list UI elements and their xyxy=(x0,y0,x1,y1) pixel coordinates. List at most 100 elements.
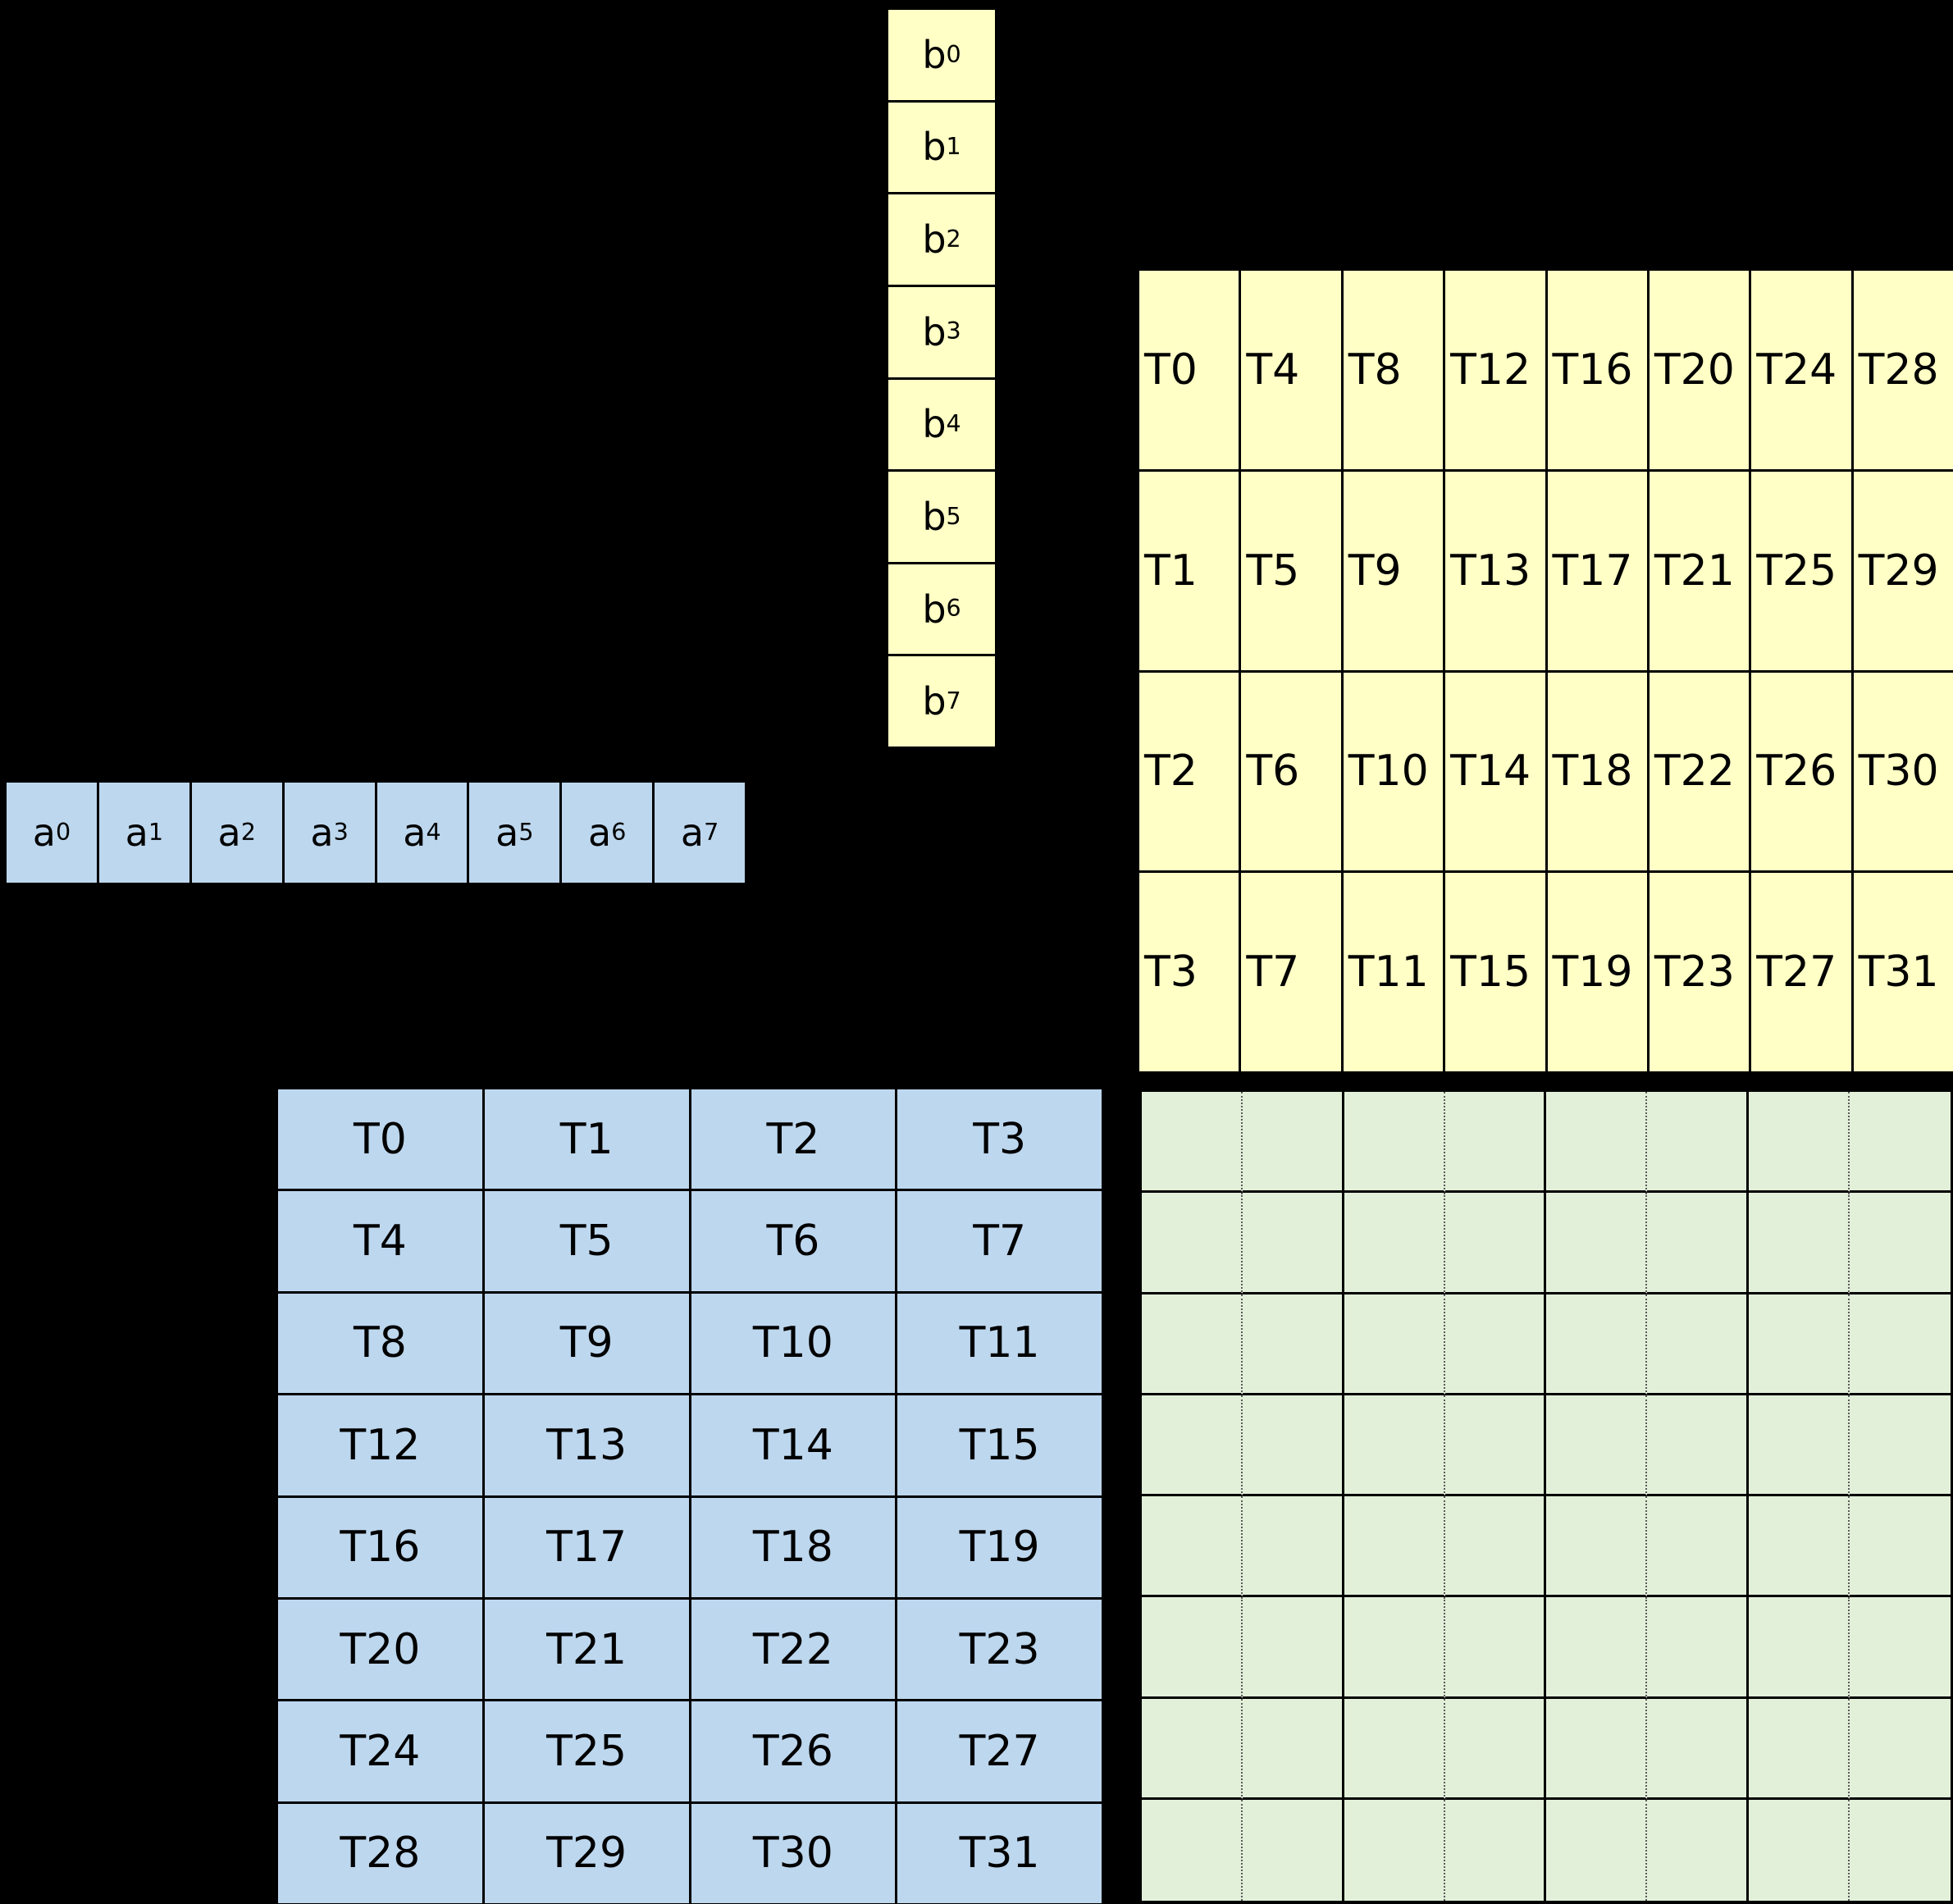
thread-cell: T25 xyxy=(484,1701,689,1801)
result-cell xyxy=(1748,1496,1850,1598)
result-cell xyxy=(1849,1092,1951,1194)
result-cell xyxy=(1849,1597,1951,1699)
thread-cell: T26 xyxy=(691,1701,896,1801)
result-cell xyxy=(1243,1193,1344,1294)
thread-cell: T20 xyxy=(1649,271,1750,469)
result-grid xyxy=(1139,1089,1953,1903)
thread-cell: T8 xyxy=(1343,271,1444,469)
result-cell xyxy=(1142,1193,1243,1294)
result-cell xyxy=(1748,1193,1850,1294)
thread-cell: T9 xyxy=(1343,471,1444,670)
result-cell xyxy=(1546,1395,1648,1496)
result-cell xyxy=(1243,1496,1344,1598)
thread-cell: T11 xyxy=(897,1293,1102,1394)
thread-cell: T30 xyxy=(1853,672,1953,871)
thread-cell: T25 xyxy=(1751,471,1851,670)
result-cell xyxy=(1748,1597,1850,1699)
thread-cell: T29 xyxy=(1853,471,1953,670)
thread-cell: T0 xyxy=(278,1089,482,1189)
result-cell xyxy=(1243,1597,1344,1699)
thread-cell: T30 xyxy=(691,1803,896,1903)
thread-cell: T9 xyxy=(484,1293,689,1394)
thread-cell: T3 xyxy=(897,1089,1102,1189)
result-cell xyxy=(1849,1294,1951,1395)
result-cell xyxy=(1647,1193,1749,1294)
thread-cell: T24 xyxy=(278,1701,482,1801)
result-cell xyxy=(1344,1294,1445,1395)
result-cell xyxy=(1546,1294,1648,1395)
thread-cell: T10 xyxy=(1343,672,1444,871)
result-cell xyxy=(1243,1294,1344,1395)
result-cell xyxy=(1849,1193,1951,1294)
result-cell xyxy=(1546,1092,1648,1194)
thread-cell: T23 xyxy=(1649,873,1750,1071)
result-cell xyxy=(1444,1395,1546,1496)
thread-cell: T10 xyxy=(691,1293,896,1394)
thread-cell: T14 xyxy=(1445,672,1545,871)
result-cell xyxy=(1344,1395,1445,1496)
thread-cell: T13 xyxy=(1445,471,1545,670)
result-cell xyxy=(1546,1496,1648,1598)
result-cell xyxy=(1546,1597,1648,1699)
result-cell xyxy=(1344,1092,1445,1194)
thread-cell: T16 xyxy=(1547,271,1647,469)
result-cell xyxy=(1647,1294,1749,1395)
result-cell xyxy=(1344,1698,1445,1800)
thread-cell: T26 xyxy=(1751,672,1851,871)
thread-cell: T7 xyxy=(1241,873,1341,1071)
thread-cell: T15 xyxy=(1445,873,1545,1071)
result-cell xyxy=(1243,1799,1344,1901)
result-cell xyxy=(1344,1193,1445,1294)
thread-cell: T19 xyxy=(897,1497,1102,1597)
result-cell xyxy=(1344,1799,1445,1901)
thread-cell: T16 xyxy=(278,1497,482,1597)
result-cell xyxy=(1647,1597,1749,1699)
thread-cell: T3 xyxy=(1139,873,1239,1071)
thread-cell: T31 xyxy=(1853,873,1953,1071)
thread-cell: T4 xyxy=(1241,271,1341,469)
thread-cell: T27 xyxy=(897,1701,1102,1801)
thread-cell: T21 xyxy=(484,1599,689,1700)
thread-cell: T28 xyxy=(278,1803,482,1903)
result-cell xyxy=(1647,1698,1749,1800)
thread-cell: T17 xyxy=(1547,471,1647,670)
result-cell xyxy=(1142,1092,1243,1194)
result-cell xyxy=(1748,1395,1850,1496)
result-cell xyxy=(1647,1496,1749,1598)
result-cell xyxy=(1647,1799,1749,1901)
thread-cell: T21 xyxy=(1649,471,1750,670)
thread-cell: T4 xyxy=(278,1191,482,1291)
thread-cell: T2 xyxy=(1139,672,1239,871)
result-cell xyxy=(1243,1092,1344,1194)
result-cell xyxy=(1444,1092,1546,1194)
thread-cell: T5 xyxy=(484,1191,689,1291)
thread-cell: T0 xyxy=(1139,271,1239,469)
result-cell xyxy=(1647,1092,1749,1194)
result-cell xyxy=(1243,1698,1344,1800)
thread-cell: T6 xyxy=(1241,672,1341,871)
thread-cell: T13 xyxy=(484,1395,689,1495)
result-cell xyxy=(1647,1395,1749,1496)
thread-cell: T31 xyxy=(897,1803,1102,1903)
result-cell xyxy=(1748,1092,1850,1194)
result-cell xyxy=(1748,1294,1850,1395)
thread-cell: T18 xyxy=(691,1497,896,1597)
thread-cell: T27 xyxy=(1751,873,1851,1071)
result-cell xyxy=(1142,1395,1243,1496)
thread-cell: T2 xyxy=(691,1089,896,1189)
result-cell xyxy=(1142,1597,1243,1699)
result-cell xyxy=(1344,1597,1445,1699)
result-cell xyxy=(1444,1294,1546,1395)
